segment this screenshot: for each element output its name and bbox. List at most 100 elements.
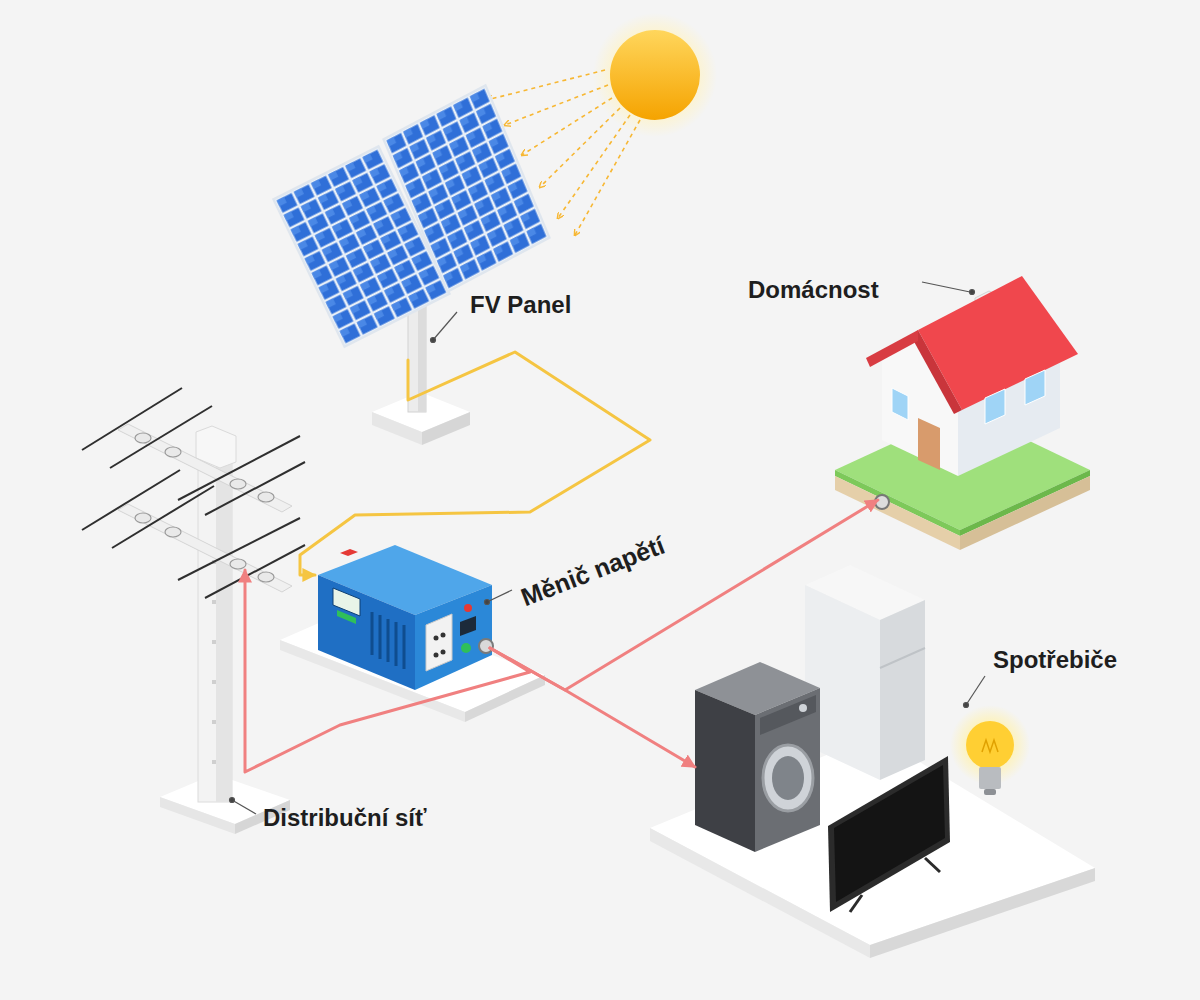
- appliances: Spotřebiče: [695, 545, 1095, 945]
- insulator: [165, 527, 181, 537]
- vent: [387, 619, 390, 662]
- ground-edge: [960, 470, 1090, 536]
- pv-panel: FV Panel: [275, 85, 545, 360]
- leader-dot: [431, 338, 436, 343]
- distribution-grid: Distribuční síť: [80, 385, 300, 570]
- leader-line: [487, 590, 512, 602]
- inverter-plug: [479, 639, 493, 653]
- fridge-door-line: [880, 648, 925, 668]
- inverter-led: [464, 604, 472, 612]
- ground-side: [960, 476, 1090, 550]
- panel-cells: [385, 87, 548, 290]
- insulator: [135, 433, 151, 443]
- insulator: [258, 492, 274, 502]
- inverter-led: [461, 643, 471, 653]
- power-wires: [82, 388, 305, 598]
- insulator: [258, 572, 274, 582]
- crossarm: [118, 424, 292, 512]
- pole-step: [212, 680, 216, 684]
- sun-ray: [505, 85, 608, 125]
- power-wire: [178, 436, 300, 500]
- inverter-port: [460, 616, 476, 636]
- pole-step: [212, 720, 216, 724]
- tv-screen: [834, 765, 945, 902]
- insulator: [230, 479, 246, 489]
- dc-power-line: [300, 352, 650, 575]
- power-wire: [110, 406, 212, 468]
- stand-base-side: [372, 412, 422, 445]
- leader-dot: [970, 290, 975, 295]
- leader-line: [433, 312, 457, 340]
- ground-edge: [835, 470, 960, 536]
- inverter-left-face: [318, 575, 415, 690]
- tv-leg: [925, 858, 940, 872]
- sun-ray: [487, 70, 605, 100]
- tv-frame: [828, 756, 950, 912]
- house-window: [892, 388, 908, 420]
- washer-panel: [760, 695, 816, 735]
- washer-knob: [799, 704, 807, 712]
- sun-ray: [540, 108, 620, 187]
- ac-power-line: [490, 648, 695, 767]
- house-window: [985, 389, 1005, 424]
- washer-left: [695, 690, 755, 852]
- inverter-socket: [426, 614, 452, 671]
- appliance-platform-side: [870, 868, 1095, 958]
- household: Domácnost: [870, 275, 1090, 500]
- fridge-side: [880, 600, 925, 780]
- tv-stand: [850, 858, 940, 912]
- power-wire: [178, 518, 300, 580]
- sun: [593, 13, 717, 137]
- vent: [403, 625, 406, 669]
- inverter: Měnič napětí: [315, 540, 490, 690]
- pv-panel-right: [382, 84, 551, 294]
- leader-line: [966, 676, 985, 705]
- ac-power-line: [490, 500, 878, 690]
- house-door: [918, 418, 940, 470]
- socket-hole: [434, 653, 439, 658]
- pole-step: [212, 600, 216, 604]
- pole-shaft: [198, 440, 232, 802]
- leader-line: [922, 282, 970, 292]
- leader-line: [232, 800, 256, 814]
- pole-step: [212, 640, 216, 644]
- socket-hole: [434, 636, 439, 641]
- leader-dot: [964, 703, 969, 708]
- vent: [395, 622, 398, 666]
- power-pole: [82, 388, 305, 834]
- bulb-base: [979, 767, 1001, 789]
- socket-hole: [441, 650, 446, 655]
- node-label: Spotřebiče: [993, 645, 1117, 675]
- inverter-right-face: [415, 585, 492, 690]
- inverter-indicator: [337, 610, 356, 624]
- node-label: Měnič napětí: [517, 530, 669, 612]
- washer-door: [763, 745, 813, 811]
- leader-dot: [485, 600, 490, 605]
- sun-glow: [593, 13, 717, 137]
- sun-ray: [522, 98, 612, 155]
- inverter-platform-side: [465, 675, 545, 722]
- pole-base-side: [160, 797, 235, 834]
- leader-lines: [230, 282, 986, 814]
- washer-front: [755, 688, 820, 852]
- power-wire: [205, 545, 305, 598]
- bulb-glass: [966, 721, 1014, 769]
- power-wire: [205, 462, 305, 515]
- stand-base-side: [422, 412, 470, 445]
- sun-ray: [558, 115, 630, 218]
- vent: [371, 612, 374, 655]
- pole-steps: [212, 560, 216, 764]
- socket-hole: [441, 633, 446, 638]
- house: [835, 276, 1090, 550]
- node-label: Domácnost: [748, 275, 879, 305]
- pole-shade: [216, 440, 232, 802]
- inverter: [280, 545, 545, 722]
- crossarm: [118, 504, 292, 592]
- power-wire: [82, 388, 182, 450]
- leader-dot: [230, 798, 235, 803]
- power-wire: [82, 470, 180, 530]
- sun-disc: [610, 30, 700, 120]
